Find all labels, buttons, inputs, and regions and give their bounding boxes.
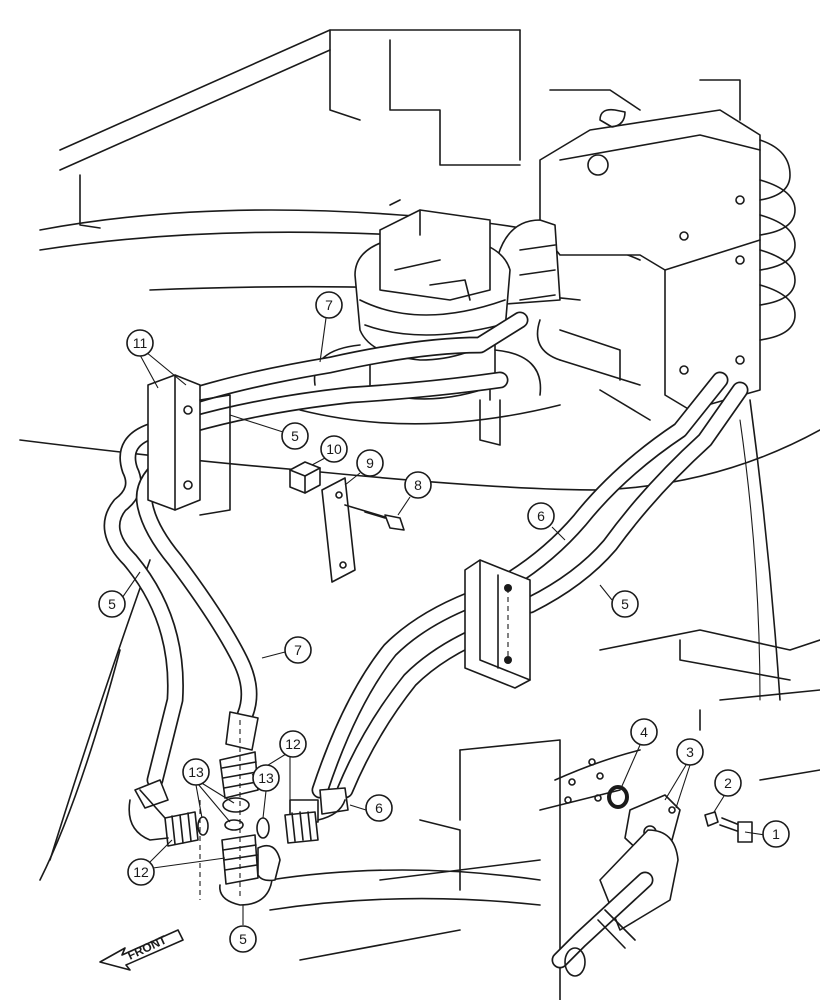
callout-7-upper: 7 — [325, 297, 333, 313]
bolt-part-8 — [344, 504, 405, 531]
callout-3-circle — [676, 738, 704, 766]
callouts: 1 2 3 4 5 5 5 5 6 6 — [98, 291, 790, 953]
swivel-joint — [299, 209, 561, 446]
machine-frame-lines — [19, 29, 820, 1000]
callout-5-bottom: 5 — [239, 931, 247, 947]
callout-5-left-circle — [98, 590, 126, 618]
callout-5-upper: 5 — [291, 428, 299, 444]
callout-13-left-circle — [182, 758, 210, 786]
callout-12-upper-circle — [279, 730, 307, 758]
callout-12-lower: 12 — [133, 864, 149, 880]
callout-8: 8 — [414, 477, 422, 493]
callout-7-upper-circle — [315, 291, 343, 319]
center-fitting-assembly — [128, 720, 346, 906]
callout-9-circle — [356, 449, 384, 477]
front-direction-arrow: FRONT — [99, 929, 184, 971]
front-label: FRONT — [125, 932, 169, 962]
spacer-part — [289, 461, 321, 494]
hydraulic-hoses — [103, 311, 749, 799]
callout-11-circle — [126, 329, 154, 357]
callout-12-lower-circle — [127, 858, 155, 886]
callout-13-right: 13 — [258, 770, 274, 786]
mounting-plate — [321, 477, 356, 583]
callout-7-lower: 7 — [294, 642, 302, 658]
callout-12-upper: 12 — [285, 736, 301, 752]
callout-2: 2 — [724, 775, 732, 791]
callout-5-bottom-circle — [229, 925, 257, 953]
callout-1: 1 — [772, 826, 780, 842]
callout-6-lower-circle — [365, 794, 393, 822]
callout-4-circle — [630, 718, 658, 746]
callout-5-upper-circle — [281, 422, 309, 450]
callout-3: 3 — [686, 744, 694, 760]
callout-7-lower-circle — [284, 636, 312, 664]
callout-6-upper: 6 — [537, 508, 545, 524]
callout-5-left: 5 — [108, 596, 116, 612]
callout-11: 11 — [133, 335, 148, 351]
control-valve-block — [491, 108, 796, 421]
callout-5-right-circle — [611, 590, 639, 618]
callout-5-right: 5 — [621, 596, 629, 612]
callout-9: 9 — [366, 455, 374, 471]
callout-2-circle — [714, 769, 742, 797]
callout-1-circle — [762, 820, 790, 848]
callout-10-circle — [320, 435, 348, 463]
callout-13-left: 13 — [188, 764, 204, 780]
callout-4: 4 — [640, 724, 648, 740]
callout-13-right-circle — [252, 764, 280, 792]
callout-10: 10 — [326, 441, 342, 457]
callout-6-upper-circle — [527, 502, 555, 530]
callout-8-circle — [404, 471, 432, 499]
hose-clamp-lower — [464, 559, 531, 689]
callout-6-lower: 6 — [375, 800, 383, 816]
hose-clamp-upper — [147, 374, 231, 516]
